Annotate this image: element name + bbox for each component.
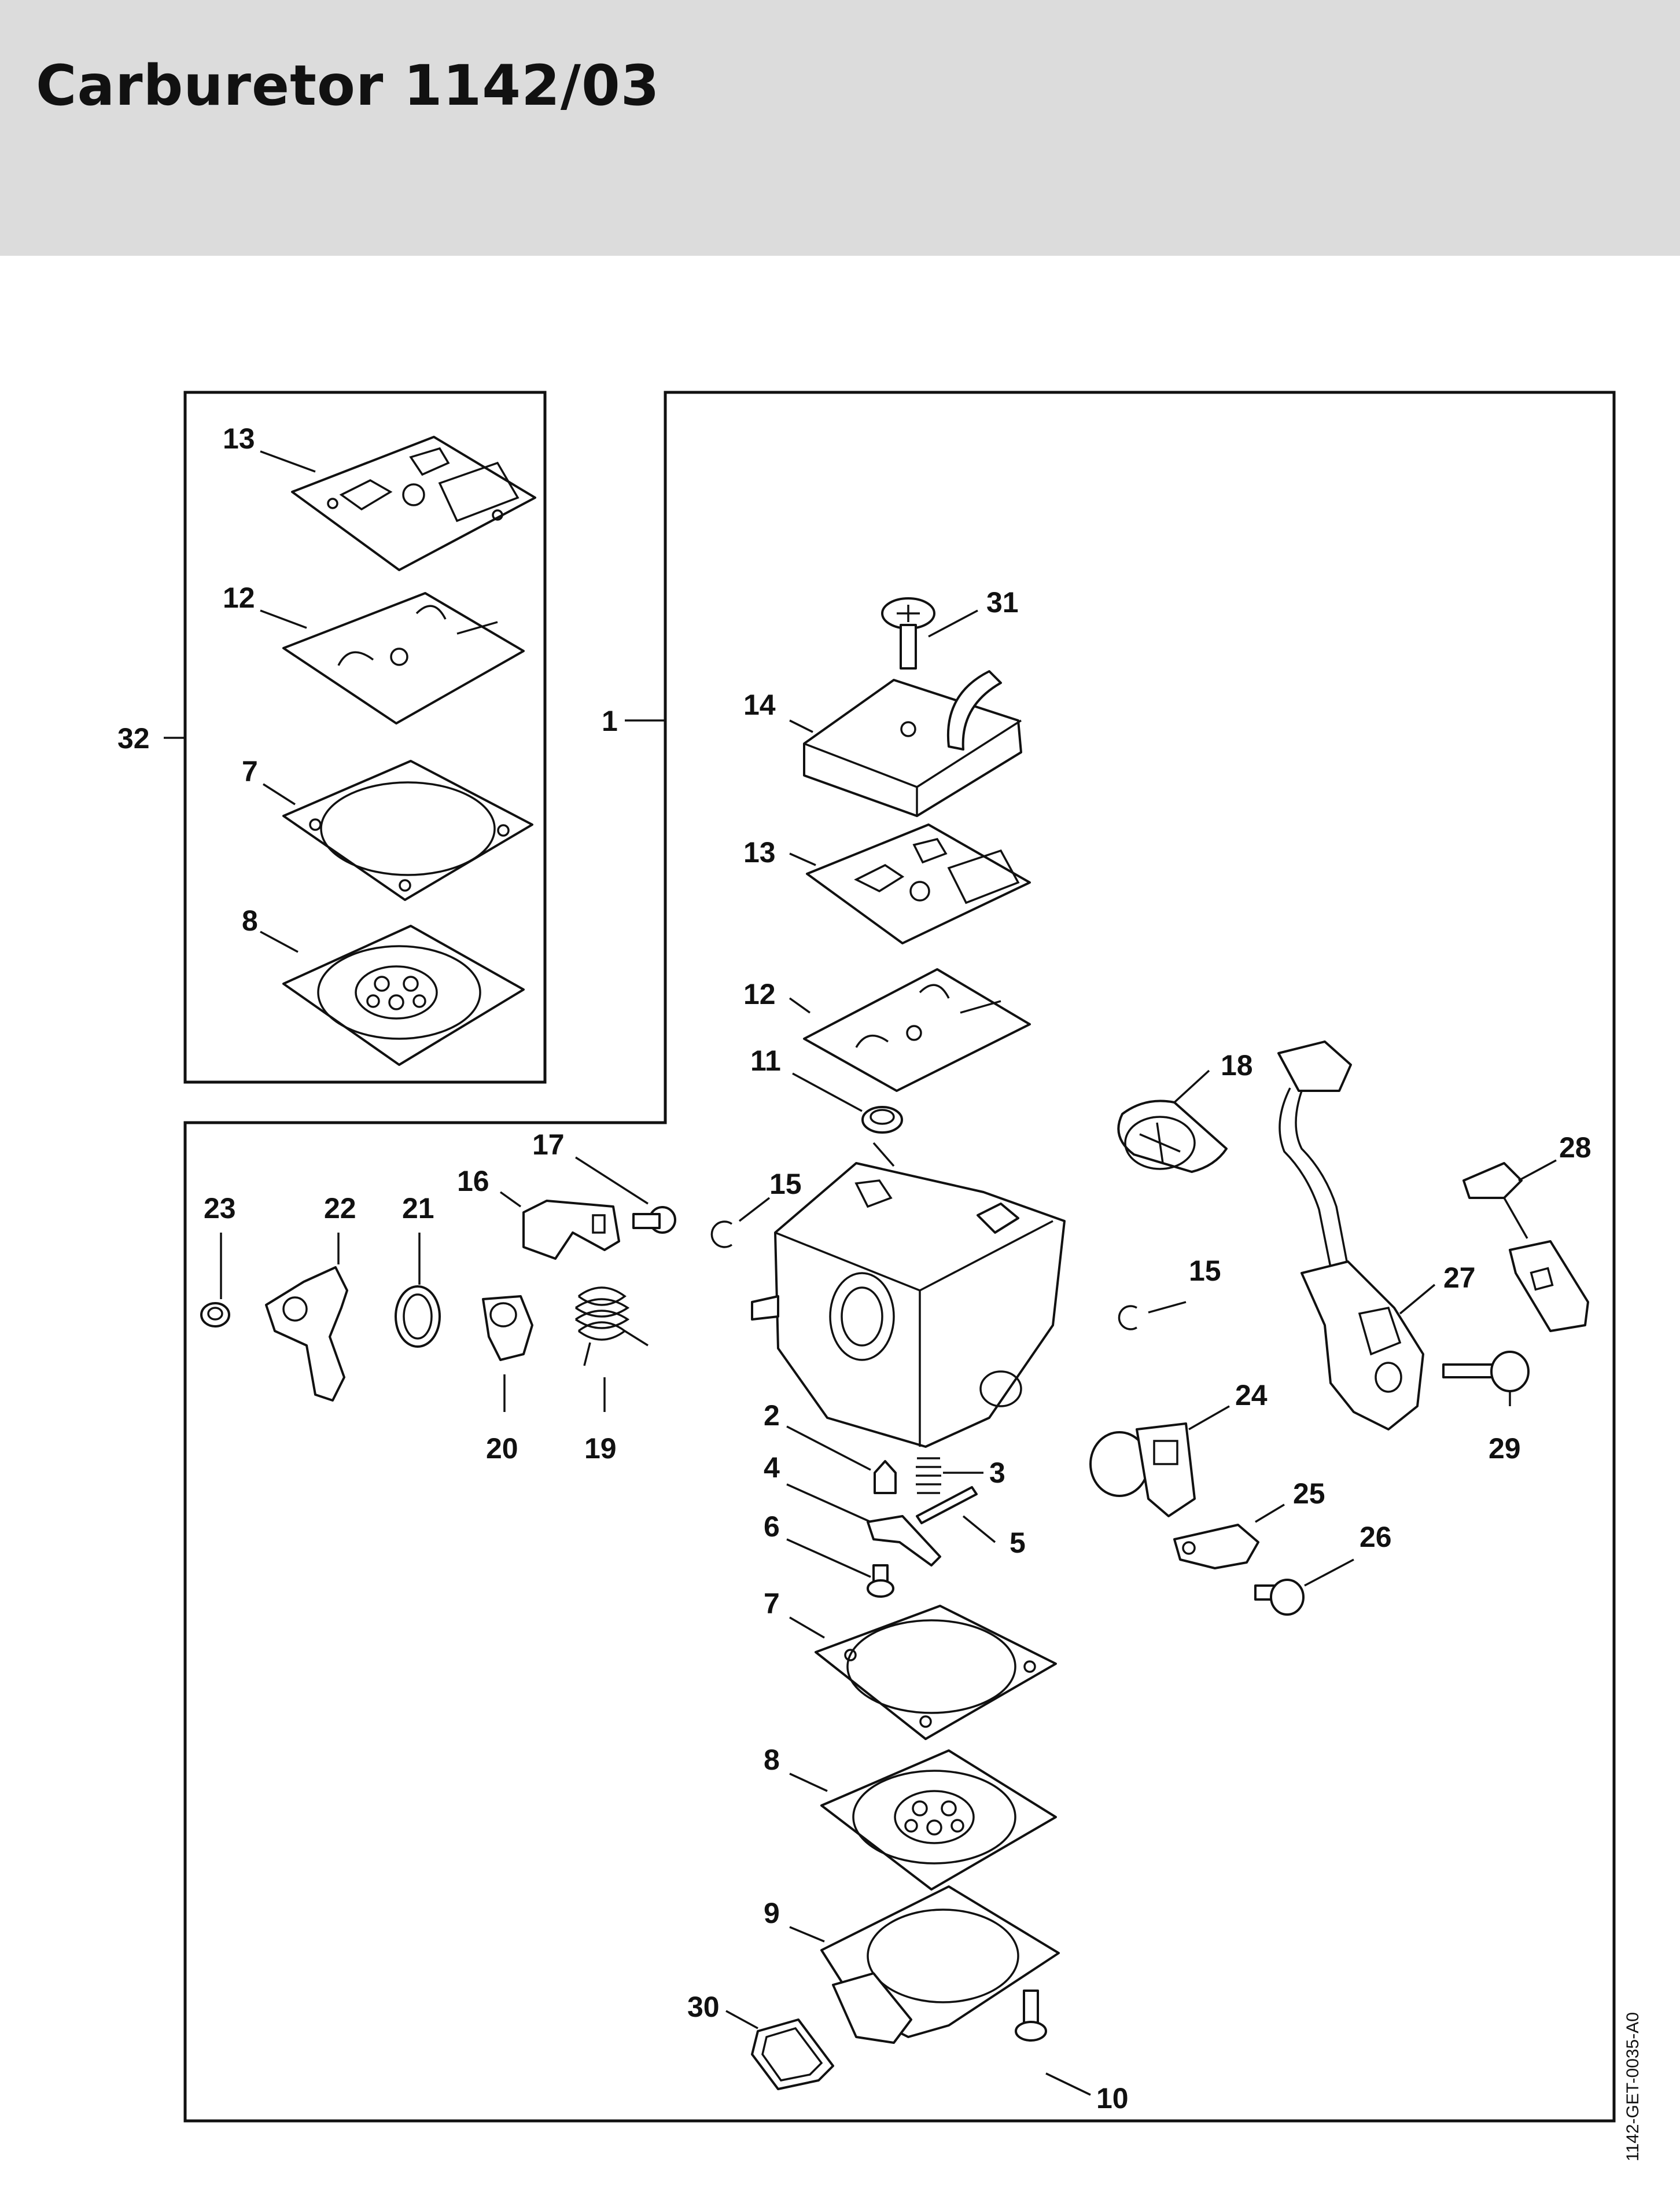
- screw-29: [1442, 1351, 1530, 1392]
- callout-12: 12: [743, 978, 776, 1010]
- callout-kit-7: 7: [242, 755, 258, 788]
- callout-15-right: 15: [1189, 1255, 1221, 1287]
- connector-28: [1462, 1162, 1589, 1332]
- callout-30: 30: [687, 1991, 720, 2023]
- callout-9: 9: [764, 1897, 780, 1929]
- gasket-30: [751, 2018, 834, 2090]
- gasket-7: [815, 1605, 1057, 1740]
- callout-kit-8: 8: [242, 904, 258, 937]
- callout-15-left: 15: [769, 1168, 802, 1200]
- ring-21: [395, 1285, 441, 1348]
- callout-7: 7: [764, 1587, 780, 1620]
- pump-diaphragm-8: [820, 1749, 1057, 1891]
- plug-23: [200, 1302, 230, 1328]
- callout-2: 2: [764, 1399, 780, 1432]
- callout-24: 24: [1235, 1379, 1268, 1411]
- assembly-frame: [183, 391, 1616, 2123]
- callout-21: 21: [402, 1192, 434, 1224]
- callout-32: 32: [117, 722, 150, 755]
- kit-diaphragm-12: [282, 592, 525, 725]
- pump-cover-9: [820, 1885, 1060, 2044]
- callout-27: 27: [1443, 1262, 1476, 1294]
- callout-28: 28: [1559, 1131, 1591, 1164]
- solenoid-24: [1089, 1422, 1196, 1517]
- spring-19: [575, 1286, 649, 1366]
- callout-22: 22: [324, 1192, 356, 1224]
- callout-18: 18: [1221, 1049, 1253, 1082]
- wiring-harness-27: [1277, 1040, 1424, 1431]
- callout-13: 13: [743, 836, 776, 869]
- callout-16: 16: [457, 1165, 489, 1197]
- sleeve-20: [482, 1295, 533, 1361]
- callout-8: 8: [764, 1744, 780, 1776]
- callout-6: 6: [764, 1510, 780, 1543]
- callout-1: 1: [602, 705, 618, 737]
- bracket-25: [1173, 1524, 1259, 1569]
- callout-5: 5: [1010, 1527, 1026, 1559]
- callout-23: 23: [204, 1192, 236, 1224]
- callout-19: 19: [584, 1432, 617, 1465]
- kit-pump-diaphragm-8: [282, 925, 525, 1066]
- callout-3: 3: [989, 1457, 1005, 1489]
- callout-17: 17: [532, 1128, 565, 1161]
- callout-14: 14: [743, 689, 776, 721]
- drawing-code: 1142-GET-0035-A0: [1623, 2012, 1642, 2161]
- callout-26: 26: [1360, 1521, 1392, 1553]
- callout-kit-12: 12: [223, 582, 255, 614]
- e-clip-15-left: [710, 1220, 733, 1248]
- screw-6: [867, 1564, 894, 1598]
- gasket-13: [806, 823, 1031, 944]
- callout-10: 10: [1096, 2082, 1129, 2115]
- fitting-17: [632, 1206, 676, 1234]
- e-clip-15-right: [1118, 1305, 1137, 1330]
- leader-lines: [164, 450, 1557, 2096]
- kit-gasket-7: [282, 760, 533, 901]
- screw-10: [1015, 1990, 1047, 2042]
- lever-16: [522, 1200, 620, 1260]
- callout-20: 20: [486, 1432, 518, 1465]
- callout-29: 29: [1489, 1432, 1521, 1465]
- diaphragm-12: [803, 968, 1031, 1092]
- screw-31: [881, 597, 935, 670]
- cover-ring-18: [1117, 1100, 1228, 1173]
- pin-5: [916, 1486, 978, 1524]
- kit-gasket-13: [291, 436, 536, 571]
- page-title: Carburetor 1142/03: [36, 53, 660, 118]
- callout-kit-13: 13: [223, 422, 255, 455]
- callout-11: 11: [750, 1045, 781, 1077]
- carburetor-body: [751, 1142, 1066, 1448]
- spring-3: [916, 1457, 941, 1494]
- shaft-lever-22: [265, 1266, 348, 1402]
- screw-26: [1254, 1579, 1305, 1616]
- screen-11: [861, 1106, 903, 1134]
- cover-14: [803, 670, 1022, 817]
- callout-4: 4: [764, 1451, 780, 1484]
- lever-4: [867, 1515, 941, 1566]
- callout-25: 25: [1293, 1477, 1325, 1510]
- header-band: [0, 0, 1680, 256]
- callout-31: 31: [986, 586, 1019, 619]
- needle-2: [874, 1460, 897, 1494]
